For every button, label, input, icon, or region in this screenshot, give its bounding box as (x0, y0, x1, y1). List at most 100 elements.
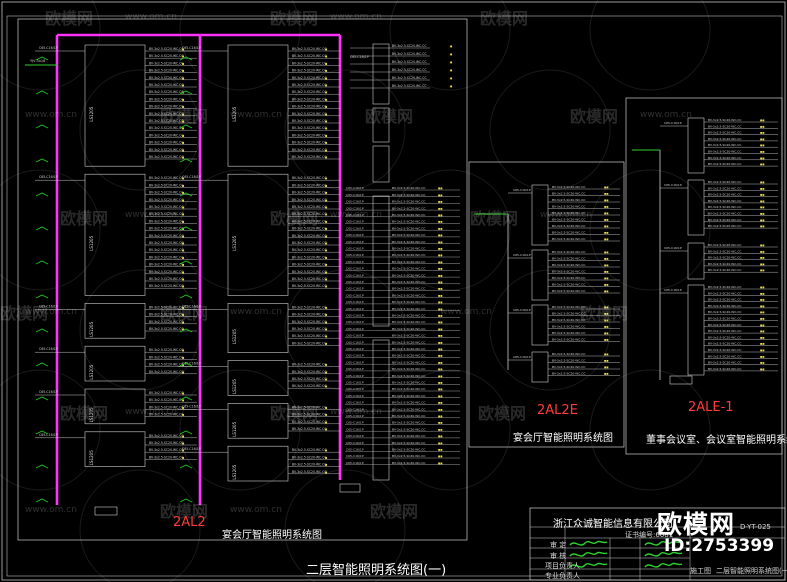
watermark-url: www.om.cn (440, 307, 492, 317)
circuit-tag: ■■ (760, 311, 765, 314)
circuit-tag: ■ (325, 471, 328, 474)
watermark-url: www.om.cn (230, 110, 282, 120)
circuit-label: BV-3x2.5-SC20-WC.CC (149, 241, 184, 245)
circuit-tag: ■■ (438, 415, 443, 418)
watermark-url: www.om.cn (25, 505, 77, 515)
breaker-symbol (179, 294, 193, 299)
circuit-tag: ■■ (760, 138, 765, 141)
watermark: 欧模网 (470, 209, 519, 228)
circuit-label: BV-3x2.5-SC20-WC.CC (149, 133, 184, 137)
circuit-label: BV-3x2.5-SC20-WC.CC (392, 273, 425, 277)
circuit-tag: ■■ (760, 368, 765, 371)
breaker-label: C65-C16/1P (346, 381, 364, 385)
circuit-label: BV-3x2.5-SC20-WC.CC (292, 341, 327, 345)
circuit-label: BV-3x2.5-SC20-WC.CC (552, 318, 585, 322)
circuit-label: BV-3x2.5-SC20-WC.CC (552, 331, 585, 335)
breaker-label: C65-C16/1P (346, 233, 364, 237)
watermark-ring (389, 369, 511, 491)
circuit-label: BV-3x2.5-SC20-WC.CC (552, 325, 585, 329)
circuit-tag: ■■ (604, 353, 609, 356)
circuit-label: BV-3x2.5-SC20-WC.CC (149, 305, 184, 309)
breaker-label: C65-C16/1P (664, 183, 682, 187)
circuit-tag: ■■ (604, 186, 609, 189)
circuit-tag: ■ (182, 456, 185, 459)
circuit-label: BV-3x2.5-SC20-WC.CC (292, 198, 327, 202)
circuit-label: BV-3x2.5-SC20-WC.CC (708, 323, 741, 327)
circuit-tag: ■■ (760, 181, 765, 184)
circuit-tag: ■ (182, 184, 185, 187)
watermark-ring (489, 69, 611, 191)
watermark-url: www.om.cn (330, 210, 382, 220)
watermark-url: www.om.cn (230, 307, 282, 317)
panel-caption-2al2e: 宴会厅智能照明系统图 (513, 433, 613, 444)
circuit-tag: ■■ (760, 125, 765, 128)
circuit-label: BV-3x2.5-SC20-WC.CC (292, 205, 327, 209)
circuit-tag: ■ (325, 192, 328, 195)
circuit-tag: ■ (325, 321, 328, 324)
circuit-tag: ■■ (760, 355, 765, 358)
circuit-label: BV-3x2.5-SC20-WC.CC (292, 112, 327, 116)
circuit-tag: ■ (450, 61, 453, 64)
tb-row-label: 项目负责人 (545, 562, 580, 570)
circuit-tag: ■ (325, 306, 328, 309)
circuit-label: BV-3x2.5-SC20-WC.CC (292, 97, 327, 101)
breaker-label: C65-C16/1P (346, 280, 364, 284)
circuit-tag: ■■ (438, 207, 443, 210)
breaker-label: C65-C16/1P (346, 421, 364, 425)
panel-id-2al2: 2AL2 (173, 515, 206, 530)
circuit-tag: ■ (182, 306, 185, 309)
circuit-tag: ■ (182, 278, 185, 281)
breaker-label: C65-C16/1P (346, 427, 364, 431)
sheet-title-block: 二层智能照明系统图(一) (716, 567, 787, 575)
circuit-label: BV-3x2.5-SC20-WC.CC (392, 360, 425, 364)
circuit-label: BV-3x2.5-SC20-WC.CC (292, 427, 327, 431)
module-box (84, 44, 146, 167)
circuit-tag: ■ (182, 321, 185, 324)
circuit-tag: ■ (182, 91, 185, 94)
watermark-url: www.om.cn (230, 505, 282, 515)
circuit-tag: ■■ (604, 306, 609, 309)
circuit-label: BV-3x2.5-SC20-WC.CC (149, 69, 184, 73)
circuit-tag: ■ (325, 91, 328, 94)
circuit-tag: ■ (182, 442, 185, 445)
circuit-tag: ■ (182, 271, 185, 274)
circuit-label: BV-3x2.5-SC20-WC.CC (292, 61, 327, 65)
circuit-label: BV-3x2.5-SC20-WC.CC (149, 284, 184, 288)
circuit-label: BV-3x2.5-SC20-WC.CC (708, 124, 741, 128)
circuit-label: BV-3x2.5-SC20-WC.CC (149, 212, 184, 216)
circuit-tag: ■■ (604, 277, 609, 280)
circuit-label: BV-3x2.5-SC20-WC.CC (292, 54, 327, 58)
circuit-label: BV-3x2.5-SC20-WC.CC (149, 448, 184, 452)
breaker-symbol (35, 430, 49, 435)
circuit-label: BV-3x2.5-SC20-WC.CC (708, 212, 741, 216)
circuit-label: BV-3x2.5-SC20-WC.CC (149, 234, 184, 238)
breaker-symbol (179, 226, 193, 231)
circuit-label: BV-3x2.5-SC20-WC.CC (149, 126, 184, 130)
breaker-symbol (179, 396, 193, 401)
circuit-tag: ■ (325, 177, 328, 180)
circuit-label: BV-3x2.5-SC20-WC.CC (552, 198, 585, 202)
circuit-tag: ■■ (604, 366, 609, 369)
circuit-label: BV-3x2.5-SC20-WC.CC (708, 361, 741, 365)
circuit-label: BV-3x2.5-SC20-WC.CC (292, 463, 327, 467)
circuit-tag: ■ (182, 371, 185, 374)
watermark-url: www.om.cn (125, 12, 177, 22)
circuit-label: BV-3x2.5-SC20-WC.CC (552, 263, 585, 267)
circuit-tag: ■ (325, 149, 328, 152)
circuit-tag: ■■ (438, 462, 443, 465)
circuit-label: BV-3x2.5-SC20-WC.CC (292, 141, 327, 145)
circuit-label: BV-3x2.5-SC20-WC.CC (392, 240, 425, 244)
circuit-tag: ■■ (438, 268, 443, 271)
breaker-symbol (179, 362, 193, 367)
circuit-tag: ■■ (438, 402, 443, 405)
watermark-url: www.om.cn (330, 407, 382, 417)
circuit-label: BV-3x2.5-SC20-WC.CC (392, 193, 425, 197)
circuit-tag: ■■ (438, 335, 443, 338)
module-label: LS1205 (232, 464, 237, 479)
circuit-tag: ■ (450, 77, 453, 80)
circuit-label: BV-3x2.5-SC20-WC.CC (552, 250, 585, 254)
breaker-label: C65-C16/1P (346, 206, 364, 210)
circuit-label: BV-3x2.5-SC20-WC.CC (708, 243, 741, 247)
breaker-symbol (179, 498, 193, 503)
circuit-tag: ■■ (438, 328, 443, 331)
